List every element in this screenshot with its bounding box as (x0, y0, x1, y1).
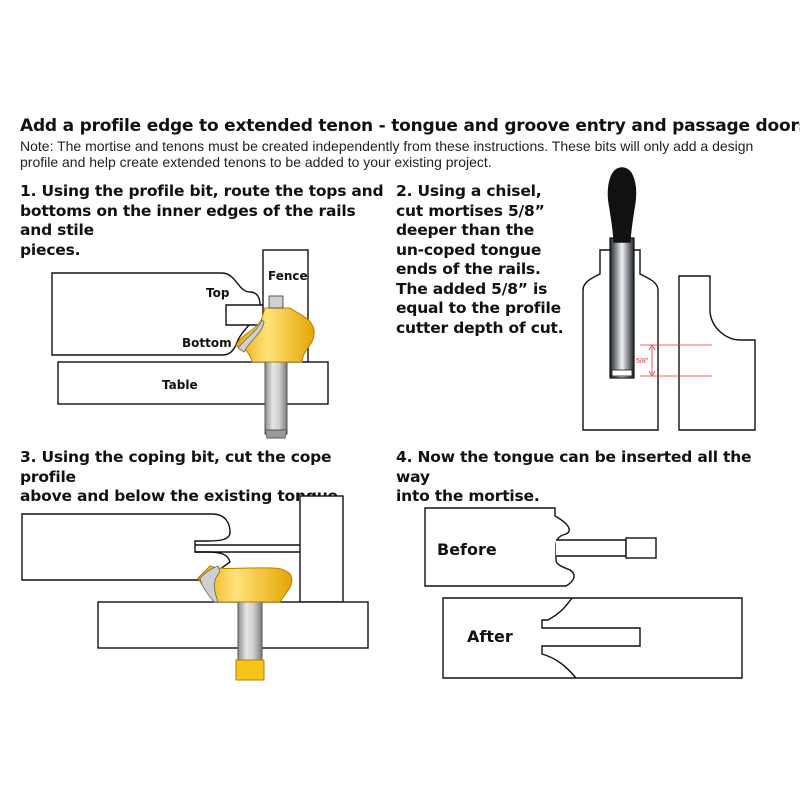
fig3-rail-board (21, 513, 231, 581)
fig3-fence (299, 495, 344, 603)
fig1-tongue (225, 304, 265, 326)
fig1-top-label: Top (206, 286, 230, 300)
fig4-after-board (442, 597, 743, 679)
fig1-fence-label: Fence (268, 269, 308, 283)
note-text: Note: The mortise and tenons must be cre… (20, 138, 754, 170)
fig1-bit-shank (264, 361, 288, 435)
figure-3-coping (21, 495, 369, 681)
fig3-table (97, 601, 369, 649)
fig4-before-label: Before (437, 540, 497, 559)
fig1-table-label: Table (162, 378, 198, 392)
fig2-dimension (640, 344, 712, 377)
fig1-bit-bearing (268, 295, 284, 309)
fig3-bit-shank (237, 601, 263, 663)
fig2-rail (678, 275, 756, 431)
fig1-bottom-label: Bottom (182, 336, 232, 350)
fig4-before-rail (556, 539, 627, 557)
fig1-bit-cutter (235, 307, 315, 363)
figure-4-assembly: Before After (424, 507, 743, 679)
fig2-dimension-label: 5/8” (636, 358, 649, 365)
fig2-chisel-blade (609, 237, 635, 379)
fig4-after-label: After (467, 627, 513, 646)
figure-1-profile-routing: Fence Top Bottom Table (51, 249, 329, 439)
fig4-after-joint (541, 597, 641, 679)
figure-2-mortise: 5/8” (582, 167, 756, 431)
fig2-chisel-handle (607, 167, 637, 243)
page-title: Add a profile edge to extended tenon - t… (20, 116, 800, 136)
step-1-text: 1. Using the profile bit, route the tops… (20, 182, 384, 259)
fig4-before-stile (424, 507, 575, 587)
fig4-before-tongue (625, 537, 657, 559)
step-2-text: 2. Using a chisel, cut mortises 5/8” dee… (396, 182, 564, 337)
step-4-text: 4. Now the tongue can be inserted all th… (396, 448, 752, 505)
